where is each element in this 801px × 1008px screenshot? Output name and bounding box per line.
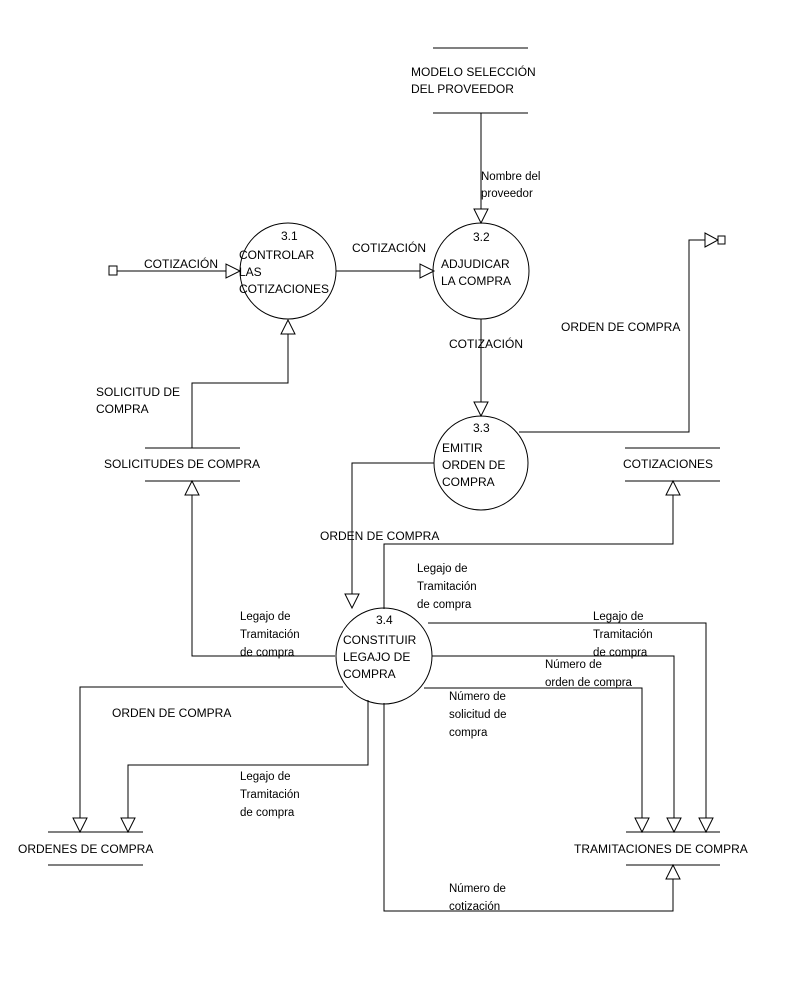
store-solicitudes-label: SOLICITUDES DE COMPRA	[104, 457, 260, 471]
process-3-4-line1: CONSTITUIR	[343, 633, 417, 647]
process-3-2-line2: LA COMPRA	[441, 274, 511, 288]
store-ordenes: ORDENES DE COMPRA	[18, 831, 153, 866]
flow-label-numero-orden-1: Número de	[545, 659, 602, 671]
process-3-4-line3: COMPRA	[343, 667, 396, 681]
flow-label-orden-out: ORDEN DE COMPRA	[561, 320, 680, 334]
flow-label-legajo-sol-2: Tramitación	[240, 629, 300, 641]
process-3-4: 3.4 CONSTITUIR LEGAJO DE COMPRA	[335, 607, 433, 705]
store-solicitudes: SOLICITUDES DE COMPRA	[104, 447, 260, 482]
store-modelo-line1: MODELO SELECCIÓN	[411, 64, 536, 79]
store-cotizaciones-label: COTIZACIONES	[623, 457, 713, 471]
external-source-box	[108, 265, 118, 276]
flow-label-numero-cot-2: cotización	[449, 901, 500, 913]
process-3-3: 3.3 EMITIR ORDEN DE COMPRA	[433, 415, 529, 511]
process-3-1-number: 3.1	[281, 229, 298, 243]
flow-label-legajo-sol-1: Legajo de	[240, 611, 291, 623]
process-3-3-line2: ORDEN DE	[442, 458, 505, 472]
flow-label-legajo-ordenes-2: Tramitación	[240, 789, 300, 801]
flow-label-legajo-tram-2: Tramitación	[593, 629, 653, 641]
flow-label-nombre-proveedor-1: Nombre del	[481, 171, 540, 183]
process-3-1: 3.1 CONTROLAR LAS COTIZACIONES	[239, 222, 337, 320]
flow-label-solicitud-1: SOLICITUD DE	[96, 385, 180, 399]
flow-label-legajo-sol-3: de compra	[240, 647, 295, 659]
flow-label-cotizacion-32-33: COTIZACIÓN	[449, 336, 523, 351]
flow-label-cotizacion-31-32: COTIZACIÓN	[352, 240, 426, 255]
store-tramitaciones: TRAMITACIONES DE COMPRA	[574, 831, 748, 866]
external-sink-box	[717, 235, 726, 245]
flow-label-cotizacion-in: COTIZACIÓN	[144, 256, 218, 271]
process-3-2-number: 3.2	[473, 230, 490, 244]
process-3-2-line1: ADJUDICAR	[441, 257, 510, 271]
flow-label-nombre-proveedor-2: proveedor	[481, 188, 533, 200]
store-modelo-seleccion: MODELO SELECCIÓN DEL PROVEEDOR	[411, 47, 536, 114]
process-3-1-line2: LAS	[239, 265, 262, 279]
process-3-3-line1: EMITIR	[442, 441, 483, 455]
flow-label-legajo-ordenes-1: Legajo de	[240, 771, 291, 783]
process-3-2: 3.2 ADJUDICAR LA COMPRA	[432, 222, 530, 320]
flow-label-legajo-cot-1: Legajo de	[417, 563, 468, 575]
flow-label-legajo-cot-3: de compra	[417, 599, 472, 611]
flow-label-numero-sol-2: solicitud de	[449, 709, 507, 721]
flow-lines	[79, 113, 718, 912]
flow-label-numero-cot-1: Número de	[449, 883, 506, 895]
process-3-1-line3: COTIZACIONES	[239, 282, 329, 296]
store-cotizaciones: COTIZACIONES	[623, 447, 720, 482]
flow-label-numero-sol-1: Número de	[449, 691, 506, 703]
process-3-3-number: 3.3	[473, 421, 490, 435]
flow-label-numero-sol-3: compra	[449, 727, 488, 739]
arrowheads	[72, 208, 720, 880]
store-tramitaciones-label: TRAMITACIONES DE COMPRA	[574, 842, 748, 856]
flow-label-numero-orden-2: orden de compra	[545, 677, 633, 689]
flow-label-orden-ordenes: ORDEN DE COMPRA	[112, 706, 231, 720]
flow-label-legajo-cot-2: Tramitación	[417, 581, 477, 593]
flow-label-legajo-tram-1: Legajo de	[593, 611, 644, 623]
store-ordenes-label: ORDENES DE COMPRA	[18, 842, 153, 856]
flow-label-solicitud-2: COMPRA	[96, 402, 149, 416]
process-3-3-line3: COMPRA	[442, 475, 495, 489]
store-modelo-line2: DEL PROVEEDOR	[411, 82, 514, 96]
process-3-4-number: 3.4	[376, 613, 393, 627]
process-3-4-line2: LEGAJO DE	[343, 650, 410, 664]
flow-label-orden-33-34: ORDEN DE COMPRA	[320, 529, 439, 543]
flow-label-legajo-tram-3: de compra	[593, 647, 648, 659]
flow-label-legajo-ordenes-3: de compra	[240, 807, 295, 819]
process-3-1-line1: CONTROLAR	[239, 248, 315, 262]
